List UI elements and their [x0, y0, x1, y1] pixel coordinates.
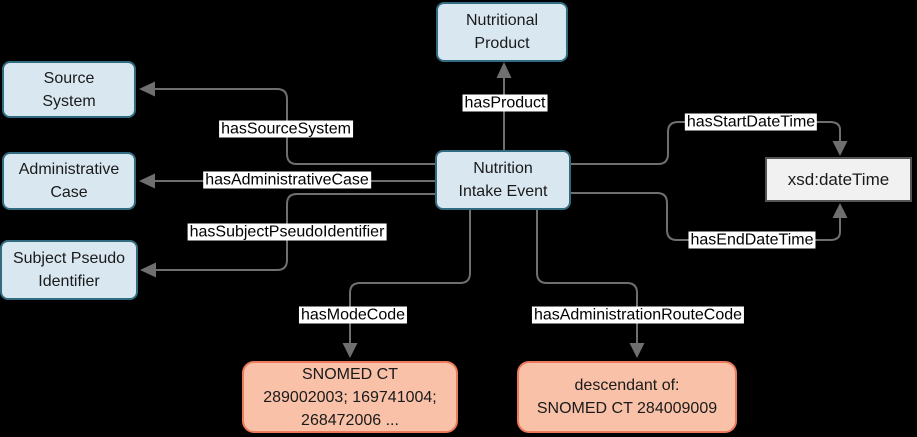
arrowhead-up-icon: [832, 203, 848, 218]
edge-has-end-date-time: [571, 192, 848, 241]
edge-label-has-administration-route-code: hasAdministrationRouteCode: [531, 306, 745, 324]
node-subject-pseudo-identifier: Subject Pseudo Identifier: [0, 240, 138, 300]
arrowhead-down-icon: [832, 141, 848, 156]
edge-label-has-end-date-time: hasEndDateTime: [688, 231, 816, 249]
node-snomed-route-codes: descendant of: SNOMED CT 284009009: [517, 361, 737, 433]
arrowhead-up-icon: [496, 62, 512, 78]
node-source-system: Source System: [2, 61, 136, 118]
edge-label-has-product: hasProduct: [462, 94, 548, 112]
edge-has-start-date-time: [571, 121, 848, 165]
edge-label-has-source-system: hasSourceSystem: [219, 120, 353, 138]
arrowhead-down-icon: [629, 343, 645, 358]
node-snomed-mode-codes: SNOMED CT 289002003; 169741004; 26847200…: [242, 361, 458, 433]
arrowhead-left-icon: [140, 262, 156, 278]
edge-has-mode-code: [342, 210, 471, 358]
edge-has-administration-route-code: [536, 210, 645, 358]
node-nutritional-product: Nutritional Product: [436, 2, 568, 62]
edge-label-has-start-date-time: hasStartDateTime: [684, 113, 818, 131]
node-nutrition-intake-event: Nutrition Intake Event: [435, 150, 571, 210]
edge-label-has-administrative-case: hasAdministrativeCase: [203, 171, 371, 189]
edge-label-has-mode-code: hasModeCode: [298, 306, 408, 324]
edge-label-has-subject-pseudo-identifier: hasSubjectPseudoIdentifier: [187, 223, 387, 241]
arrowhead-down-icon: [342, 343, 358, 358]
node-xsd-datetime: xsd:dateTime: [765, 157, 912, 202]
arrowhead-left-icon: [139, 173, 155, 189]
arrowhead-left-icon: [139, 81, 155, 97]
node-administrative-case: Administrative Case: [2, 152, 136, 210]
edge-has-product: [496, 62, 512, 150]
